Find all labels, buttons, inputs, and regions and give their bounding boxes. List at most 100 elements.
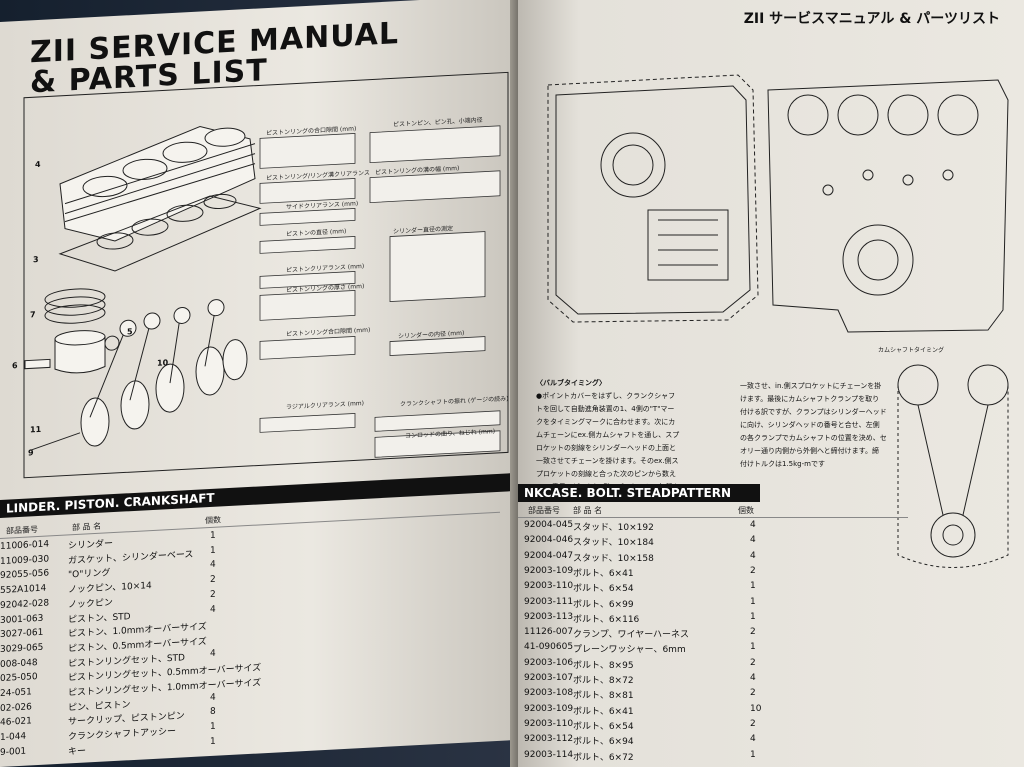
part-qty: 1 xyxy=(750,642,756,653)
timing-line: けます。最後にカムシャフトクランプを取り xyxy=(740,395,880,403)
part-name: スタッド、10×184 xyxy=(573,538,654,549)
part-name: ノックピン xyxy=(68,597,113,611)
part-number: 92003-112 xyxy=(524,734,574,745)
part-name: ボルト、6×94 xyxy=(573,737,634,748)
part-number: 11126-007 xyxy=(524,627,574,638)
callout-3: 3 xyxy=(33,254,39,265)
spec-tables xyxy=(259,125,501,458)
left-col-qty: 個数 xyxy=(205,515,221,526)
part-name: キー xyxy=(68,746,87,758)
cylinder-block xyxy=(59,125,256,242)
valve-timing-text-right: 一致させ、in.側スプロケットにチェーンを掛 けます。最後にカムシャフトクランプ… xyxy=(740,380,910,471)
part-name: ピン、ピストン xyxy=(68,699,131,714)
part-number: 92003-113 xyxy=(524,611,574,622)
right-page-header: ZII サービスマニュアル & パーツリスト xyxy=(743,11,1000,27)
crankcase-drawing xyxy=(547,74,1009,333)
part-qty: 10 xyxy=(750,703,762,714)
part-number: 9-001 xyxy=(0,746,27,758)
part-name: ボルト、6×99 xyxy=(573,599,634,610)
callout-7: 7 xyxy=(30,310,36,320)
part-name: ボルト、6×41 xyxy=(573,568,634,579)
part-qty: 2 xyxy=(750,627,756,638)
part-qty: 1 xyxy=(750,611,756,622)
part-name: ピストン、STD xyxy=(68,611,131,625)
part-name: ボルト、6×54 xyxy=(573,584,634,595)
part-qty: 2 xyxy=(210,589,216,600)
part-qty: 4 xyxy=(750,520,756,530)
timing-line: の各クランプでカムシャフトの位置を決め、セ xyxy=(740,434,887,442)
part-number: 46-021 xyxy=(0,716,32,729)
cylinder-gasket xyxy=(58,193,262,272)
part-name: クランプ、ワイヤーハーネス xyxy=(573,630,690,641)
right-section-title: NKCASE. BOLT. STEADPATTERN xyxy=(518,484,760,502)
valve-timing-text-left: ●ポイントカバーをはずし、クランクシャフ トを回して自動進角装置の1、4側の"T… xyxy=(536,390,736,494)
part-name: シリンダー xyxy=(68,539,114,552)
right-page: ZII サービスマニュアル & パーツリスト 〈バルブタイミング〉 xyxy=(518,0,1024,767)
part-name: プレーンワッシャー、6mm xyxy=(573,645,686,656)
part-qty: 4 xyxy=(750,550,756,561)
part-number: 92003-106 xyxy=(524,657,574,668)
part-number: 24-051 xyxy=(0,687,32,699)
part-name: スタッド、10×158 xyxy=(573,553,654,564)
left-page: ZII SERVICE MANUAL & PARTS LIST xyxy=(0,0,520,767)
timing-line: プロケットの刻線と合った次のピンから数え xyxy=(536,470,676,478)
timing-line: ●ポイントカバーをはずし、クランクシャフ xyxy=(536,392,676,400)
timing-line: に向け、シリンダヘッドの番号と合せ、左側 xyxy=(740,421,880,429)
part-qty: 4 xyxy=(750,535,756,546)
part-number: 02-026 xyxy=(0,702,32,714)
part-name: ボルト、6×116 xyxy=(573,614,640,625)
part-qty: 2 xyxy=(750,688,756,699)
part-name: "O"リング xyxy=(68,568,111,581)
crankshaft xyxy=(29,299,248,451)
part-number: 92004-045 xyxy=(524,520,574,530)
part-qty: 1 xyxy=(750,749,756,760)
right-header-rule xyxy=(518,517,908,518)
part-qty: 8 xyxy=(210,707,216,718)
part-qty: 2 xyxy=(750,657,756,668)
part-number: 025-050 xyxy=(0,672,38,685)
part-name: ボルト、6×72 xyxy=(573,752,634,763)
right-col-name: 部 品 名 xyxy=(573,506,603,515)
valve-timing-title: 〈バルブタイミング〉 xyxy=(536,379,606,387)
callout-11: 11 xyxy=(30,424,42,435)
part-qty: 4 xyxy=(210,560,216,571)
part-number: 3029-065 xyxy=(0,642,44,655)
camshaft-timing-label: カムシャフトタイミング xyxy=(878,347,945,354)
left-col-name: 部 品 名 xyxy=(72,521,102,533)
right-col-part-no: 部品番号 xyxy=(528,506,560,515)
part-number: 92004-047 xyxy=(524,550,574,561)
callout-9: 9 xyxy=(28,448,34,458)
left-section-title: LINDER. PISTON. CRANKSHAFT xyxy=(0,473,512,518)
part-qty: 1 xyxy=(750,596,756,607)
part-qty: 4 xyxy=(210,692,216,703)
part-name: ノックピン、10×14 xyxy=(68,581,152,596)
callout-6: 6 xyxy=(12,361,18,371)
part-number: 92003-110 xyxy=(524,718,574,729)
part-qty: 4 xyxy=(210,604,216,615)
timing-line: ムチェーンにex.側カムシャフトを通し、スプ xyxy=(536,431,680,439)
part-number: 3027-061 xyxy=(0,627,44,641)
part-number: 11009-030 xyxy=(0,554,50,567)
part-qty: 1 xyxy=(750,581,756,592)
part-number: 92003-110 xyxy=(524,581,574,592)
part-qty: 4 xyxy=(210,648,216,659)
camshaft-timing-drawing xyxy=(897,364,1009,568)
part-qty: 2 xyxy=(210,574,216,586)
callout-5: 5 xyxy=(127,327,133,337)
timing-line: 付ける訳ですが、クランプはシリンダーヘッド xyxy=(740,408,887,416)
part-number: 11006-014 xyxy=(0,539,50,552)
part-qty: 1 xyxy=(210,545,216,556)
left-col-part-no: 部品番号 xyxy=(6,525,38,536)
part-number: 92003-109 xyxy=(524,565,574,576)
part-qty: 4 xyxy=(750,673,756,683)
timing-line: ロケットの刻線をシリンダーヘッドの上面と xyxy=(536,444,676,452)
part-name: ボルト、8×81 xyxy=(573,691,634,702)
piston-rings xyxy=(44,288,106,324)
part-number: 92003-107 xyxy=(524,673,574,683)
timing-line: 一致させ、in.側スプロケットにチェーンを掛 xyxy=(740,382,882,390)
part-name: スタッド、10×192 xyxy=(573,523,654,533)
part-number: 92004-046 xyxy=(524,535,574,546)
part-number: 92042-028 xyxy=(0,598,50,611)
right-col-qty: 個数 xyxy=(738,506,754,515)
part-number: 92003-108 xyxy=(524,688,574,699)
